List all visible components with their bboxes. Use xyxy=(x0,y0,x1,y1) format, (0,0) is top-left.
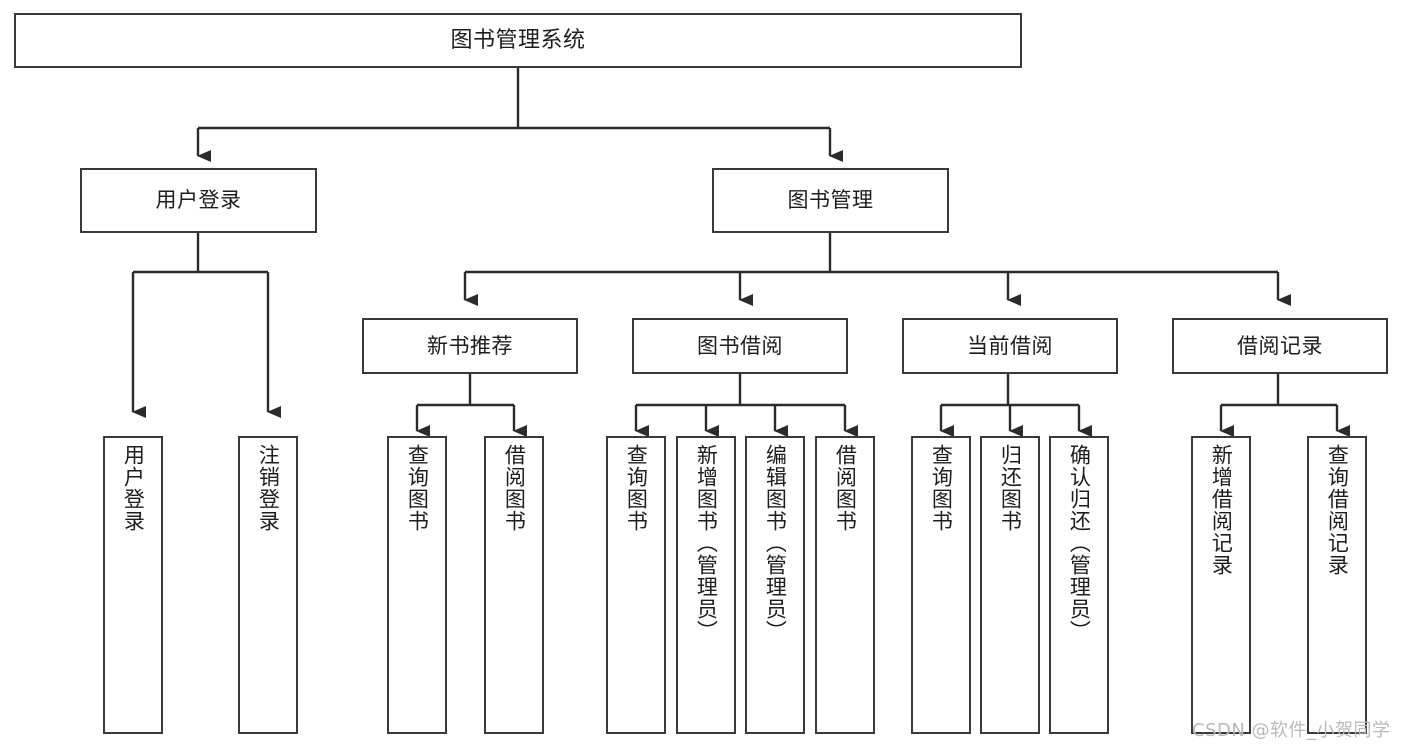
node-label: 注销登录 xyxy=(256,444,281,532)
node-current-borrow[interactable]: 当前借阅 xyxy=(902,318,1118,374)
node-label: 查询借阅记录 xyxy=(1325,444,1350,576)
node-label: 借阅图书 xyxy=(833,444,858,532)
leaf-edit-book-admin[interactable]: 编辑图书（管理员） xyxy=(745,436,805,734)
node-label: 图书管理系统 xyxy=(450,27,586,53)
node-label: 当前借阅 xyxy=(967,333,1053,358)
leaf-add-borrow-record[interactable]: 新增借阅记录 xyxy=(1191,436,1251,734)
leaf-logout-login[interactable]: 注销登录 xyxy=(238,436,298,734)
node-label: 借阅图书 xyxy=(502,444,527,532)
node-label: 图书借阅 xyxy=(697,333,783,358)
node-root-system[interactable]: 图书管理系统 xyxy=(14,13,1022,68)
node-label: 查询图书 xyxy=(929,444,954,532)
node-label: 确认归还（管理员） xyxy=(1067,444,1092,642)
node-new-book-recommend[interactable]: 新书推荐 xyxy=(362,318,578,374)
node-label: 新增图书（管理员） xyxy=(694,444,719,642)
node-user-login[interactable]: 用户登录 xyxy=(80,168,317,233)
csdn-watermark: CSDN @软件_小贺同学 xyxy=(1192,720,1391,741)
leaf-return-book[interactable]: 归还图书 xyxy=(980,436,1040,734)
node-book-management[interactable]: 图书管理 xyxy=(712,168,949,233)
leaf-confirm-return-admin[interactable]: 确认归还（管理员） xyxy=(1049,436,1109,734)
node-label: 归还图书 xyxy=(998,444,1023,532)
leaf-query-book-recommend[interactable]: 查询图书 xyxy=(387,436,447,734)
leaf-add-book-admin[interactable]: 新增图书（管理员） xyxy=(676,436,736,734)
node-label: 查询图书 xyxy=(405,444,430,532)
leaf-borrow-book[interactable]: 借阅图书 xyxy=(815,436,875,734)
node-book-borrow[interactable]: 图书借阅 xyxy=(632,318,848,374)
node-label: 新增借阅记录 xyxy=(1209,444,1234,576)
node-label: 查询图书 xyxy=(624,444,649,532)
node-borrow-record[interactable]: 借阅记录 xyxy=(1172,318,1388,374)
node-label: 编辑图书（管理员） xyxy=(763,444,788,642)
leaf-query-book-borrow[interactable]: 查询图书 xyxy=(606,436,666,734)
node-label: 新书推荐 xyxy=(427,333,513,358)
leaf-user-login[interactable]: 用户登录 xyxy=(103,436,163,734)
node-label: 用户登录 xyxy=(155,188,242,213)
leaf-query-borrow-record[interactable]: 查询借阅记录 xyxy=(1307,436,1367,734)
node-label: 图书管理 xyxy=(787,188,874,213)
leaf-borrow-book-recommend[interactable]: 借阅图书 xyxy=(484,436,544,734)
node-label: 用户登录 xyxy=(121,444,146,532)
leaf-query-book-current[interactable]: 查询图书 xyxy=(911,436,971,734)
node-label: 借阅记录 xyxy=(1237,333,1323,358)
